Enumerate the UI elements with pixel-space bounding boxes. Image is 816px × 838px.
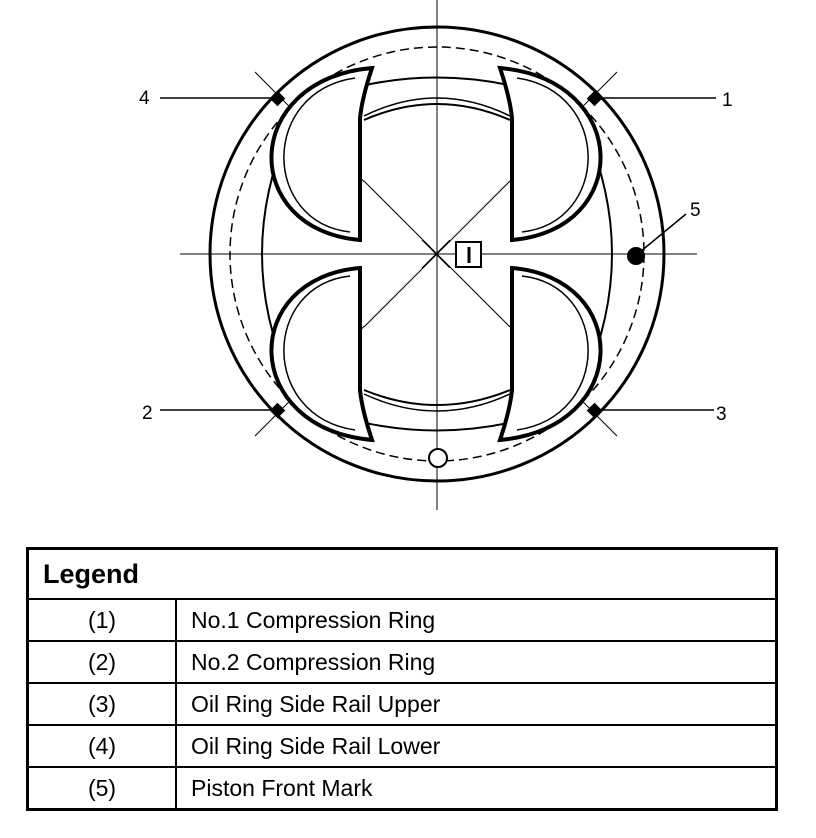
legend-row: (5) Piston Front Mark <box>26 766 778 811</box>
callout-4: 4 <box>139 88 150 109</box>
valve-relief-bottom-right <box>497 265 603 443</box>
legend-number: (1) <box>26 598 177 642</box>
callout-1: 1 <box>722 90 733 111</box>
valve-relief-top-right <box>497 65 603 243</box>
callout-2: 2 <box>142 403 153 424</box>
legend-table: Legend (1) No.1 Compression Ring (2) No.… <box>26 547 778 811</box>
piston-outer-circle <box>208 25 666 483</box>
legend-number: (2) <box>26 640 177 684</box>
legend-row: (4) Oil Ring Side Rail Lower <box>26 724 778 768</box>
leader-line-5 <box>639 213 687 253</box>
callout-3: 3 <box>716 404 727 425</box>
piston-hole-mark <box>428 448 448 468</box>
legend-description: No.1 Compression Ring <box>175 598 778 642</box>
legend-row: (3) Oil Ring Side Rail Upper <box>26 682 778 726</box>
legend-row: (1) No.1 Compression Ring <box>26 598 778 642</box>
valve-relief-bottom-left <box>269 265 375 443</box>
legend-description: No.2 Compression Ring <box>175 640 778 684</box>
legend-description: Piston Front Mark <box>175 766 778 811</box>
legend-title: Legend <box>26 547 778 600</box>
legend-row: (2) No.2 Compression Ring <box>26 640 778 684</box>
legend-number: (4) <box>26 724 177 768</box>
callout-5: 5 <box>690 200 701 221</box>
legend-description: Oil Ring Side Rail Lower <box>175 724 778 768</box>
piston-ring-gap-diagram: 1 4 2 3 5 <box>139 0 733 510</box>
legend-description: Oil Ring Side Rail Upper <box>175 682 778 726</box>
legend-number: (3) <box>26 682 177 726</box>
legend-number: (5) <box>26 766 177 811</box>
valve-relief-top-left <box>269 65 375 243</box>
